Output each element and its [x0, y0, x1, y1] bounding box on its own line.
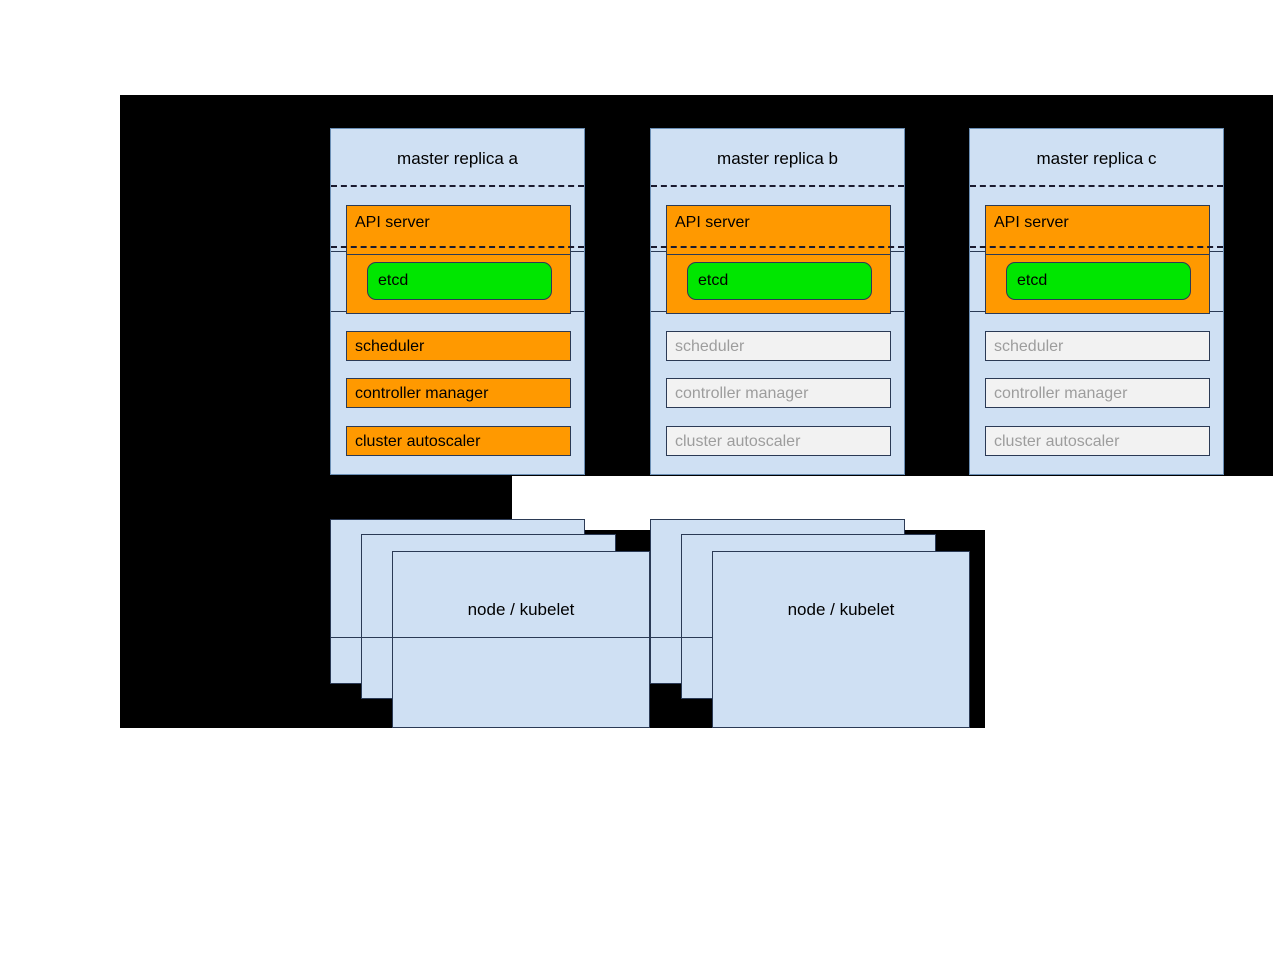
node-area-horizontal-rule-2: [650, 637, 712, 638]
replica-a-title: master replica a: [397, 149, 518, 168]
replica-a-scheduler[interactable]: scheduler: [346, 331, 571, 361]
node-card-front-1[interactable]: node / kubelet: [392, 551, 650, 728]
replica-a-dashed-divider-top: [331, 185, 584, 187]
master-replica-c[interactable]: master replica c etcd API server schedul…: [969, 128, 1224, 475]
replica-c-scheduler[interactable]: scheduler: [985, 331, 1210, 361]
replica-b-etcd-host[interactable]: etcd: [666, 252, 891, 314]
replica-b-scheduler[interactable]: scheduler: [666, 331, 891, 361]
replica-c-cluster-autoscaler[interactable]: cluster autoscaler: [985, 426, 1210, 456]
replica-c-dashed-divider-top: [970, 185, 1223, 187]
node-label-1: node / kubelet: [467, 600, 575, 619]
replica-c-title: master replica c: [1036, 149, 1157, 168]
replica-a-etcd[interactable]: etcd: [367, 262, 552, 300]
replica-b-dashed-divider-top: [651, 185, 904, 187]
node-area-horizontal-rule-1: [330, 637, 705, 638]
replica-b-cluster-autoscaler[interactable]: cluster autoscaler: [666, 426, 891, 456]
master-replica-b[interactable]: master replica b etcd API server schedul…: [650, 128, 905, 475]
node-card-front-2[interactable]: node / kubelet: [712, 551, 970, 728]
replica-c-controller-manager[interactable]: controller manager: [985, 378, 1210, 408]
replica-b-etcd[interactable]: etcd: [687, 262, 872, 300]
replica-b-controller-manager[interactable]: controller manager: [666, 378, 891, 408]
replica-a-controller-manager[interactable]: controller manager: [346, 378, 571, 408]
master-replica-a[interactable]: master replica a etcd API server schedul…: [330, 128, 585, 475]
replica-c-dashed-divider-mid: [970, 246, 1223, 248]
replica-b-title: master replica b: [717, 149, 838, 168]
replica-c-etcd[interactable]: etcd: [1006, 262, 1191, 300]
replica-c-etcd-host[interactable]: etcd: [985, 252, 1210, 314]
node-label-2: node / kubelet: [787, 600, 895, 619]
replica-a-etcd-host[interactable]: etcd: [346, 252, 571, 314]
replica-a-cluster-autoscaler[interactable]: cluster autoscaler: [346, 426, 571, 456]
replica-b-dashed-divider-mid: [651, 246, 904, 248]
replica-a-dashed-divider-mid: [331, 246, 584, 248]
